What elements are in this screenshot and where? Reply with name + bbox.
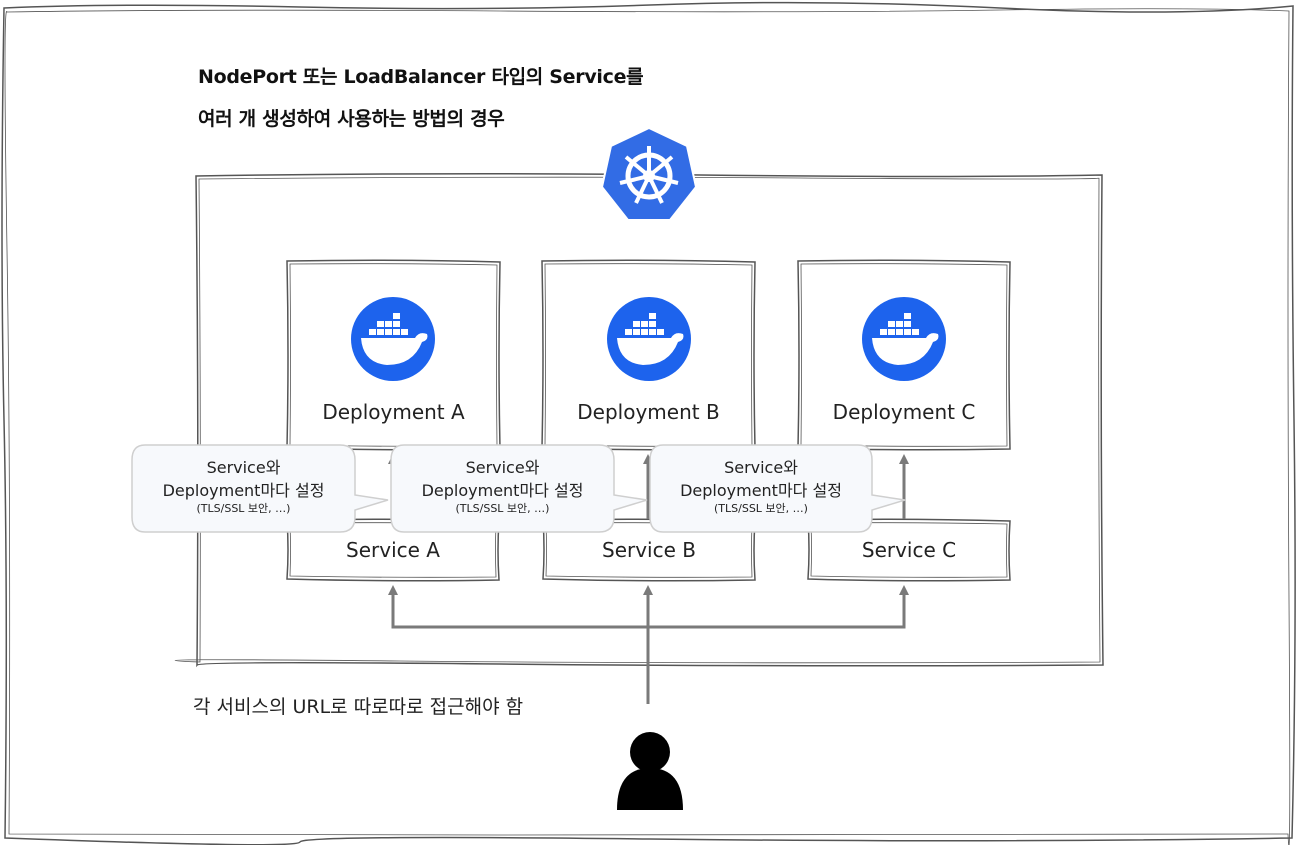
service-box-c xyxy=(807,518,1011,582)
arrow-user-to-service-a xyxy=(388,585,648,629)
arrow-user-to-service-c xyxy=(648,585,909,629)
callout-b xyxy=(390,444,648,533)
access-note: 각 서비스의 URL로 따로따로 접근해야 함 xyxy=(193,696,524,718)
docker-whale-icon xyxy=(351,297,435,381)
service-label-c: Service C xyxy=(861,538,957,562)
diagram-title-line-2: 여러 개 생성하여 사용하는 방법의 경우 xyxy=(198,108,505,130)
service-label-a: Service A xyxy=(346,538,440,562)
callout-line-3: (TLS/SSL 보안, …) xyxy=(455,502,550,515)
callout-line-1: Service와 xyxy=(724,458,798,477)
callout-c xyxy=(649,444,906,533)
deployment-label-c: Deployment C xyxy=(832,400,976,424)
cluster-box xyxy=(174,172,1104,668)
kubernetes-helm-icon xyxy=(600,126,698,221)
callout-line-1: Service와 xyxy=(206,458,281,477)
user-icon xyxy=(617,732,683,810)
callout-line-1: Service와 xyxy=(465,458,540,477)
callout-text-b: Service와 Deployment마다 설정 (TLS/SSL 보안, …) xyxy=(391,456,614,516)
user-to-service-arrows xyxy=(388,585,909,704)
deployment-label-a: Deployment A xyxy=(322,400,465,424)
callout-line-2: Deployment마다 설정 xyxy=(162,481,325,500)
callout-line-2: Deployment마다 설정 xyxy=(421,481,584,500)
callout-line-3: (TLS/SSL 보안, …) xyxy=(196,502,291,515)
callout-a xyxy=(131,444,389,533)
callout-text-a: Service와 Deployment마다 설정 (TLS/SSL 보안, …) xyxy=(132,456,355,516)
deployment-label-b: Deployment B xyxy=(577,400,720,424)
service-label-b: Service B xyxy=(602,538,696,562)
callout-text-c: Service와 Deployment마다 설정 (TLS/SSL 보안, …) xyxy=(650,456,872,516)
callout-line-3: (TLS/SSL 보안, …) xyxy=(714,502,808,515)
callout-line-2: Deployment마다 설정 xyxy=(680,481,842,500)
docker-whale-icon xyxy=(862,297,946,381)
docker-whale-icon xyxy=(607,297,691,381)
diagram-title-line-1: NodePort 또는 LoadBalancer 타입의 Service를 xyxy=(198,66,644,88)
